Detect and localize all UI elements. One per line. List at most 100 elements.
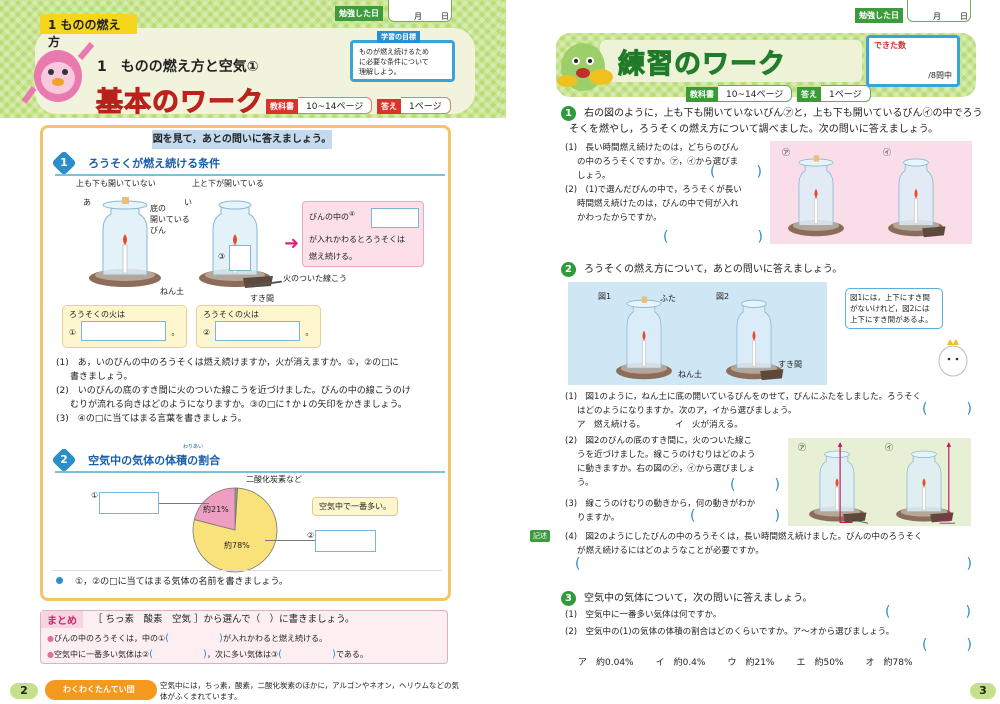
co2-label: 二酸化炭素など [246, 475, 302, 484]
q1-sub2: (2) (1)で選んだびんの中で，ろうそくが長い時間燃え続けたのは，びんの中で何… [565, 185, 742, 223]
learning-goal-label: 学習の目標 [377, 31, 420, 43]
mark-a: ㋐ [798, 443, 806, 452]
cork [122, 197, 129, 204]
incense-label: 火のついた線こう [283, 274, 347, 283]
textbook-label: 教科書 [266, 99, 298, 114]
answer-paren-q2-4[interactable]: () [575, 556, 972, 572]
score-box[interactable]: できた数 /8問中 [866, 35, 960, 87]
q3-sub2: (2) 空気中の(1)の気体の体積の割合はどのくらいですか。ア～オから選びましょ… [565, 627, 895, 637]
answers-label: 答え [377, 99, 401, 114]
jar-smoke-a [806, 442, 869, 524]
q2-sub3: (3) 線こうのけむりの動きから，何の動きがわかりますか。 [565, 499, 756, 523]
gap-label: すき間 [250, 294, 274, 303]
flame [922, 478, 926, 488]
answer-box-4[interactable] [371, 208, 419, 228]
mark-b: ㋑ [883, 148, 891, 157]
gap-cutout [930, 512, 954, 523]
open-jar-illustration [885, 149, 947, 239]
mark-1: ① [69, 328, 77, 337]
jar-label: 底の開いているびん [150, 204, 190, 235]
q1-sub1: (1) 長い時間燃え続けたのは，どちらのびんの中のろうそくですか。㋐，㋑から選び… [565, 143, 739, 181]
fluffy-mascot-icon [938, 339, 968, 377]
candle [922, 486, 926, 511]
gas-answer-box-2[interactable] [315, 530, 376, 552]
section1-heading: 1 ろうそくが燃え続ける条件 [51, 149, 445, 176]
gap-label: すき間 [778, 360, 802, 369]
fig1-label: 図1 [598, 292, 612, 301]
air-composition-pie [192, 487, 278, 573]
answer-paren-q2-3[interactable]: () [690, 508, 780, 524]
choice: イ 約0.4% [655, 658, 706, 668]
day-label: 日 [960, 12, 968, 21]
answers-page: 1ページ [401, 97, 451, 114]
answer-paren-q2-2[interactable]: () [730, 477, 780, 493]
gap-cutout [760, 369, 784, 381]
instruction-banner: 図を見て，あとの問いに答えましょう。 [152, 130, 332, 149]
study-date-box-right[interactable]: 月 日 [907, 0, 971, 22]
right-header-inner [600, 40, 862, 82]
closed-jar-illustration [613, 290, 675, 382]
mark-1: ① [91, 491, 99, 500]
speech-bubble: 空気中で一番多い。 [312, 497, 398, 516]
period: 。 [305, 328, 314, 337]
mark-b: ㋑ [885, 443, 893, 452]
section-number-badge: 2 [51, 446, 77, 473]
hint-bubble: 図1には，上下にすき間がないけれど，図2には上下にすき間があるよ。 [845, 288, 943, 329]
candle [752, 340, 756, 367]
period: 。 [171, 328, 180, 337]
study-date-label-right: 勉強した日 [855, 8, 903, 23]
candle [835, 486, 839, 511]
open-jar-illustration [723, 290, 785, 382]
arrow-right-icon: ➜ [284, 233, 300, 254]
page-title: 基本のワーク [96, 87, 264, 119]
question-1-cont: 書きましょう。 [70, 372, 133, 382]
section-number-badge: 1 [51, 149, 77, 176]
closed-jar-illustration [85, 190, 165, 290]
question-2-cont: むりが流れる向きはどのようになりますか。③の□に↑か↓の矢印をかきましょう。 [70, 400, 407, 410]
flame [233, 234, 237, 245]
month-label: 月 [414, 12, 422, 21]
gap-cutout [843, 512, 867, 523]
candle [122, 244, 128, 274]
answer-paren-q3-2[interactable]: () [922, 637, 972, 653]
smoke-arrow [937, 443, 950, 522]
pie-slice-oxygen [193, 487, 236, 531]
gas-answer-box-1[interactable] [99, 492, 159, 514]
answer-box-2[interactable] [215, 320, 301, 341]
unit-tab: 1 ものの燃え方 [40, 14, 137, 49]
study-date-box[interactable]: 月 日 [388, 0, 452, 22]
answer-box-3[interactable] [229, 245, 251, 271]
gap-cutout [922, 226, 946, 238]
answer-box-1[interactable] [81, 320, 167, 341]
month-label: 月 [933, 12, 941, 21]
choice: イ 火が消える。 [675, 420, 743, 430]
section2-question: ①，②の□に当てはまる気体の名前を書きましょう。 [56, 575, 288, 590]
answer-card-2: ろうそくの火は ② 。 [196, 305, 321, 348]
answer-paren-q1-1[interactable]: () [710, 164, 762, 180]
answer-paren-q3-1[interactable]: () [885, 604, 971, 620]
ruby-warai: わりあい [183, 444, 204, 450]
answer-paren-q1-2[interactable]: () [663, 229, 763, 245]
lesson-subtitle: 1 ものの燃え方と空気① [97, 59, 259, 75]
summary-label: まとめ [41, 611, 83, 628]
flame [642, 330, 646, 341]
flame [914, 188, 918, 199]
tanteidan-logo: わくわくたんてい団 [45, 680, 157, 700]
choice: ア 燃え続ける。 [577, 420, 646, 430]
q2-sub4: (4) 図2のようにしたびんの中のろうそくは，長い時間燃え続けました。びんの中の… [565, 532, 923, 556]
q2-figure: 図1 図2 ふた ねん土 すき間 [568, 282, 827, 385]
leader-line [265, 540, 315, 541]
answers-page: 1ページ [821, 85, 871, 102]
section1-questions: (1) あ，いのびんの中のろうそくは燃え続けますか，火が消えますか。①，②の□に… [56, 356, 411, 426]
answers-label: 答え [797, 87, 821, 102]
study-date-label: 勉強した日 [335, 6, 383, 21]
cymbal-mascot-icon [557, 43, 613, 91]
cork [813, 155, 820, 162]
mark-a: ㋐ [782, 148, 790, 157]
owl-mascot-icon [21, 42, 95, 104]
answer-paren-q2-1[interactable]: () [922, 401, 972, 417]
